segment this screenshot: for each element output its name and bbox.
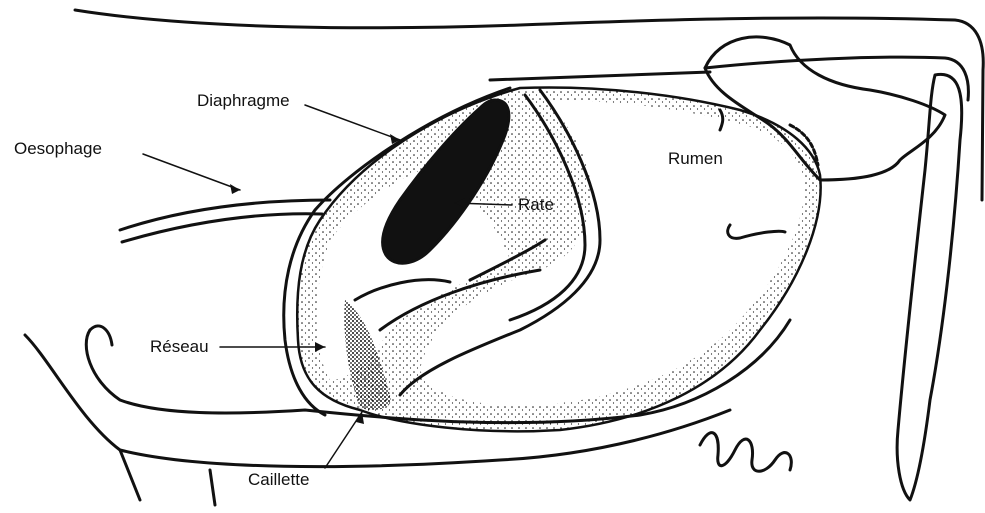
pointer-oesophage (143, 154, 240, 190)
label-diaphragme: Diaphragme (197, 92, 290, 109)
foreleg-line (210, 470, 215, 505)
label-rumen: Rumen (668, 150, 723, 167)
label-oesophage: Oesophage (14, 140, 102, 157)
pointer-caillette (325, 412, 362, 468)
pointer-diaphragme (305, 105, 400, 140)
label-rate: Rate (518, 196, 554, 213)
label-reseau: Réseau (150, 338, 209, 355)
label-caillette: Caillette (248, 471, 309, 488)
foreleg-line-2 (120, 450, 140, 500)
oesophagus-lower (122, 214, 322, 242)
back-inner-outline (705, 57, 968, 100)
teats (700, 433, 791, 472)
